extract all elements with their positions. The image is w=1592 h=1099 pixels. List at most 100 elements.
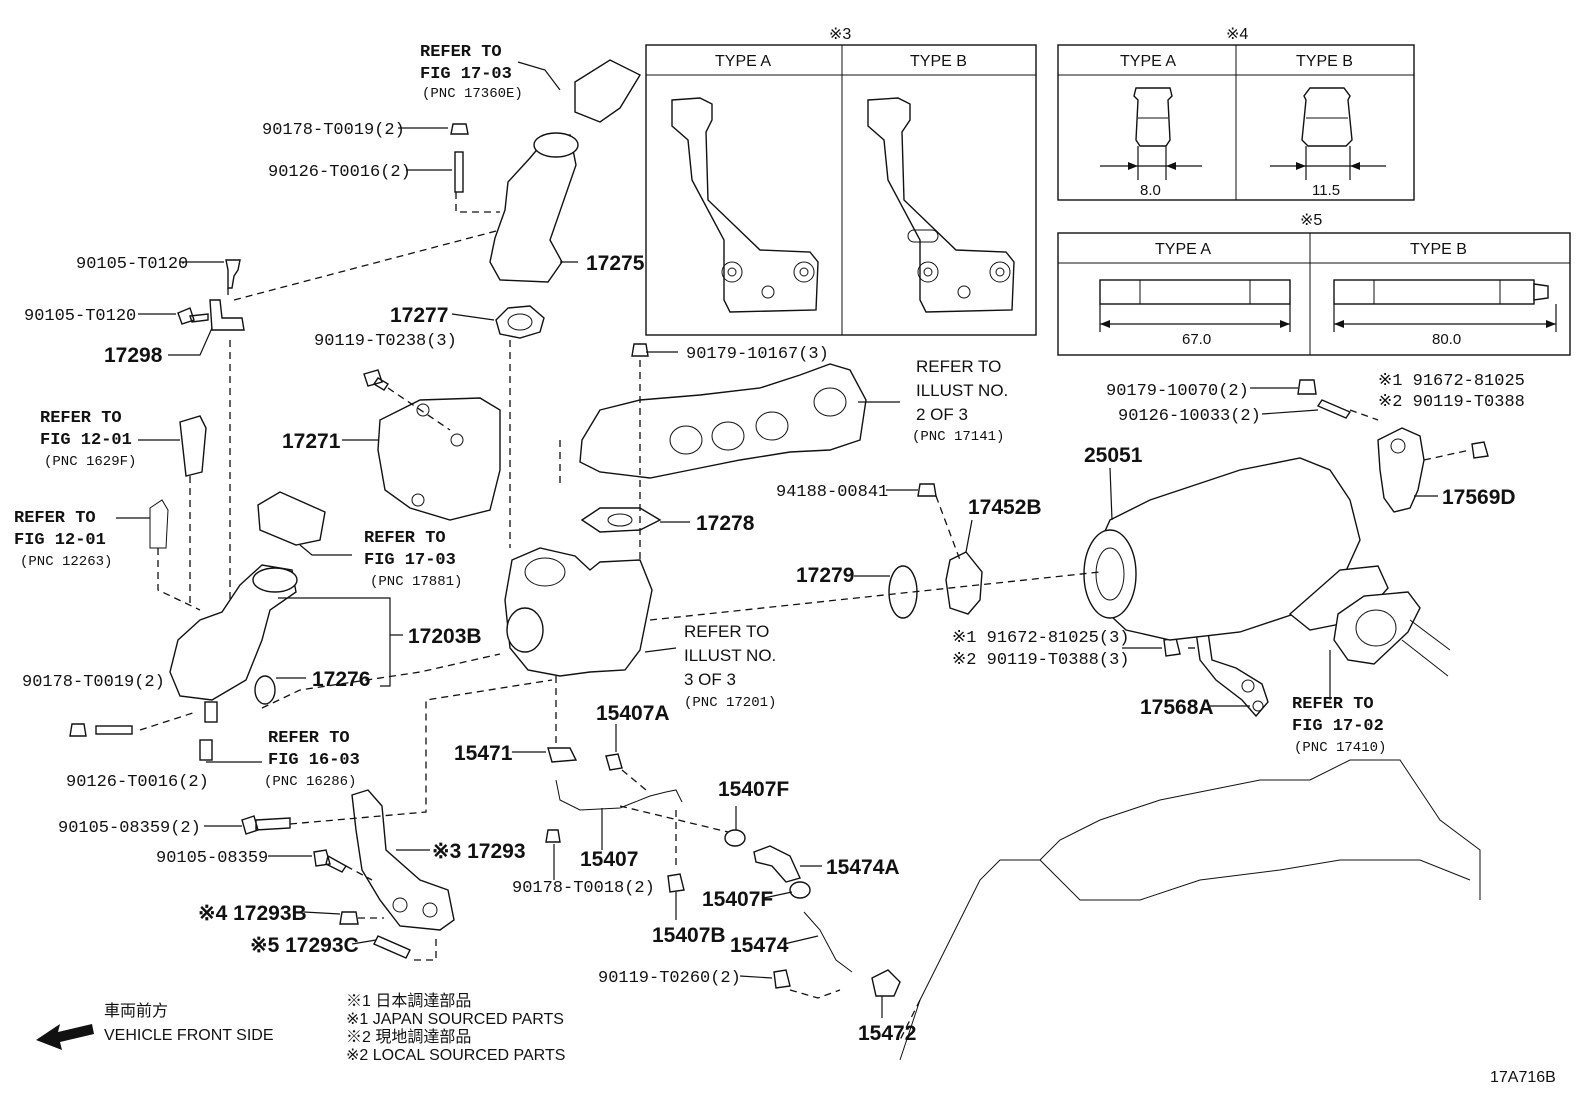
table4-dim-a: 8.0	[1140, 182, 1161, 199]
label-p31: 15472	[858, 1022, 916, 1045]
ref-r3-line1: REFER TO	[14, 509, 96, 528]
legend: 車両前方 VEHICLE FRONT SIDE ※1 日本調達部品 ※1 JAP…	[36, 992, 1556, 1086]
bracket-17569d-icon	[1377, 427, 1425, 513]
stud-type-b-icon	[1333, 279, 1535, 305]
ref-r5-line1: REFER TO	[268, 729, 350, 748]
label-p17: 90105-08359	[156, 849, 268, 868]
bolt-90105-08359-a-icon	[241, 815, 291, 835]
legend-line-1: ※1 日本調達部品	[346, 992, 471, 1010]
ref-r5-line2: FIG 16-03	[268, 751, 360, 770]
table5-dim-b: 80.0	[1432, 331, 1461, 348]
ref-r4-line1: REFER TO	[364, 529, 446, 548]
ref-r8-pnc: (PNC 17410)	[1294, 740, 1386, 756]
bracket-17298-icon	[209, 299, 245, 331]
nut-90179-10167-icon	[631, 343, 649, 357]
clamp-15407f-b-icon	[789, 881, 811, 899]
label-p25: 15407F	[718, 778, 789, 801]
table3-mark: ※3	[829, 26, 851, 43]
label-p39: 90179-10070(2)	[1106, 382, 1249, 401]
oil-pipe-15407-icon	[555, 779, 683, 811]
label-p42: ※2 90119-T0388	[1378, 393, 1525, 412]
label-p38: 25051	[1084, 444, 1143, 467]
label-p20: ※5 17293C	[250, 934, 359, 957]
label-p12: 17203B	[408, 625, 482, 648]
label-p5: 17298	[104, 344, 163, 367]
table-type5-stud: ※5 TYPE A TYPE B 67.0 80.0	[1057, 212, 1571, 356]
label-p40: 90126-10033(2)	[1118, 407, 1261, 426]
label-p7: 17277	[390, 304, 448, 327]
label-p13: 17276	[312, 668, 370, 691]
pipe-17275-icon	[489, 134, 577, 283]
gasket-15472-icon	[871, 969, 901, 997]
nut-17293b-icon	[339, 911, 359, 925]
table4-type-a: TYPE A	[1120, 53, 1176, 70]
figure-code: 17A716B	[1490, 1069, 1556, 1086]
label-p35: ※1 91672-81025(3)	[952, 629, 1129, 648]
pipe-15474-icon	[803, 911, 853, 973]
label-p4: 90105-T0120	[24, 307, 136, 326]
label-p37: 17568A	[1140, 696, 1214, 719]
stud-90126-10033-icon	[1316, 399, 1352, 419]
label-p34: 17279	[796, 564, 854, 587]
gasket-17277-icon	[495, 305, 545, 339]
label-p22: 15407A	[596, 702, 670, 725]
ref-r1-pnc: (PNC 17360E)	[422, 86, 523, 102]
o-ring-17276-icon	[254, 675, 276, 705]
label-p24: 90178-T0018(2)	[512, 879, 655, 898]
gasket-17278-icon	[580, 507, 662, 533]
stud-17293c-icon	[373, 935, 411, 959]
nut-type-a-icon	[1133, 87, 1173, 147]
transmission-outline-icon	[899, 759, 1481, 1061]
clamp-17452b-icon	[945, 551, 983, 615]
bolt-15407b-icon	[667, 873, 685, 893]
front-label-en: VEHICLE FRONT SIDE	[104, 1027, 274, 1044]
intake-hose-17881-icon	[257, 491, 326, 546]
heat-insulator-17271-icon	[377, 397, 501, 521]
bolt-15407a-icon	[605, 753, 623, 771]
label-p14: 90178-T0019(2)	[22, 673, 165, 692]
stud-90126-icon	[454, 151, 464, 193]
legend-line-3: ※2 現地調達部品	[346, 1028, 471, 1046]
clamp-15407f-a-icon	[724, 829, 746, 847]
exhaust-manifold-icon	[579, 363, 867, 479]
ref-r7-line2: ILLUST NO.	[684, 646, 776, 665]
label-p1: 90178-T0019(2)	[262, 121, 405, 140]
nut-90178-icon	[450, 123, 469, 135]
ref-r2-line2: FIG 12-01	[40, 431, 132, 450]
bolt-90105-t0120-b-icon	[177, 307, 209, 325]
label-p2: 90126-T0016(2)	[268, 163, 411, 182]
ref-r6-pnc: (PNC 17141)	[912, 429, 1004, 445]
stud-type-a-icon	[1099, 279, 1291, 305]
ref-r5-pnc: (PNC 16286)	[264, 774, 356, 790]
ref-r7-pnc: (PNC 17201)	[684, 695, 776, 711]
bolt-90105-t0120-a-icon	[225, 259, 241, 289]
bracket-type-b-icon	[867, 97, 1015, 313]
label-p32: 94188-00841	[776, 483, 888, 502]
ref-r4-line2: FIG 17-03	[364, 551, 456, 570]
table3-type-a: TYPE A	[715, 53, 771, 70]
ref-r6-line3: 2 OF 3	[916, 405, 968, 424]
ref-r8-line1: REFER TO	[1292, 695, 1374, 714]
label-p3: 90105-T0120	[76, 255, 188, 274]
label-p43: 17569D	[1442, 486, 1516, 509]
intake-hose-top-icon	[574, 59, 641, 123]
label-p6: 17275	[586, 252, 645, 275]
label-p18: ※3 17293	[432, 840, 526, 863]
part-labels: REFER TO FIG 17-03 (PNC 17360E) 90178-T0…	[14, 43, 1525, 1045]
bolt-90105-08359-b-icon	[313, 849, 348, 873]
nut-90179-10070-icon	[1297, 379, 1317, 395]
connector-lines	[116, 61, 1471, 1041]
label-p19: ※4 17293B	[198, 902, 307, 925]
bracket-15471-icon	[547, 747, 578, 763]
label-p16: 90105-08359(2)	[58, 819, 201, 838]
front-label-jp: 車両前方	[104, 1002, 168, 1020]
label-p36: ※2 90119-T0388(3)	[952, 651, 1129, 670]
label-p11: 17278	[696, 512, 755, 535]
table4-type-b: TYPE B	[1296, 53, 1353, 70]
label-p9: 90179-10167(3)	[686, 345, 829, 364]
label-p21: 15471	[454, 742, 513, 765]
label-p23: 15407	[580, 848, 638, 871]
label-p33: 17452B	[968, 496, 1042, 519]
label-p41: ※1 91672-81025	[1378, 372, 1525, 391]
label-p30: 90119-T0260(2)	[598, 969, 741, 988]
